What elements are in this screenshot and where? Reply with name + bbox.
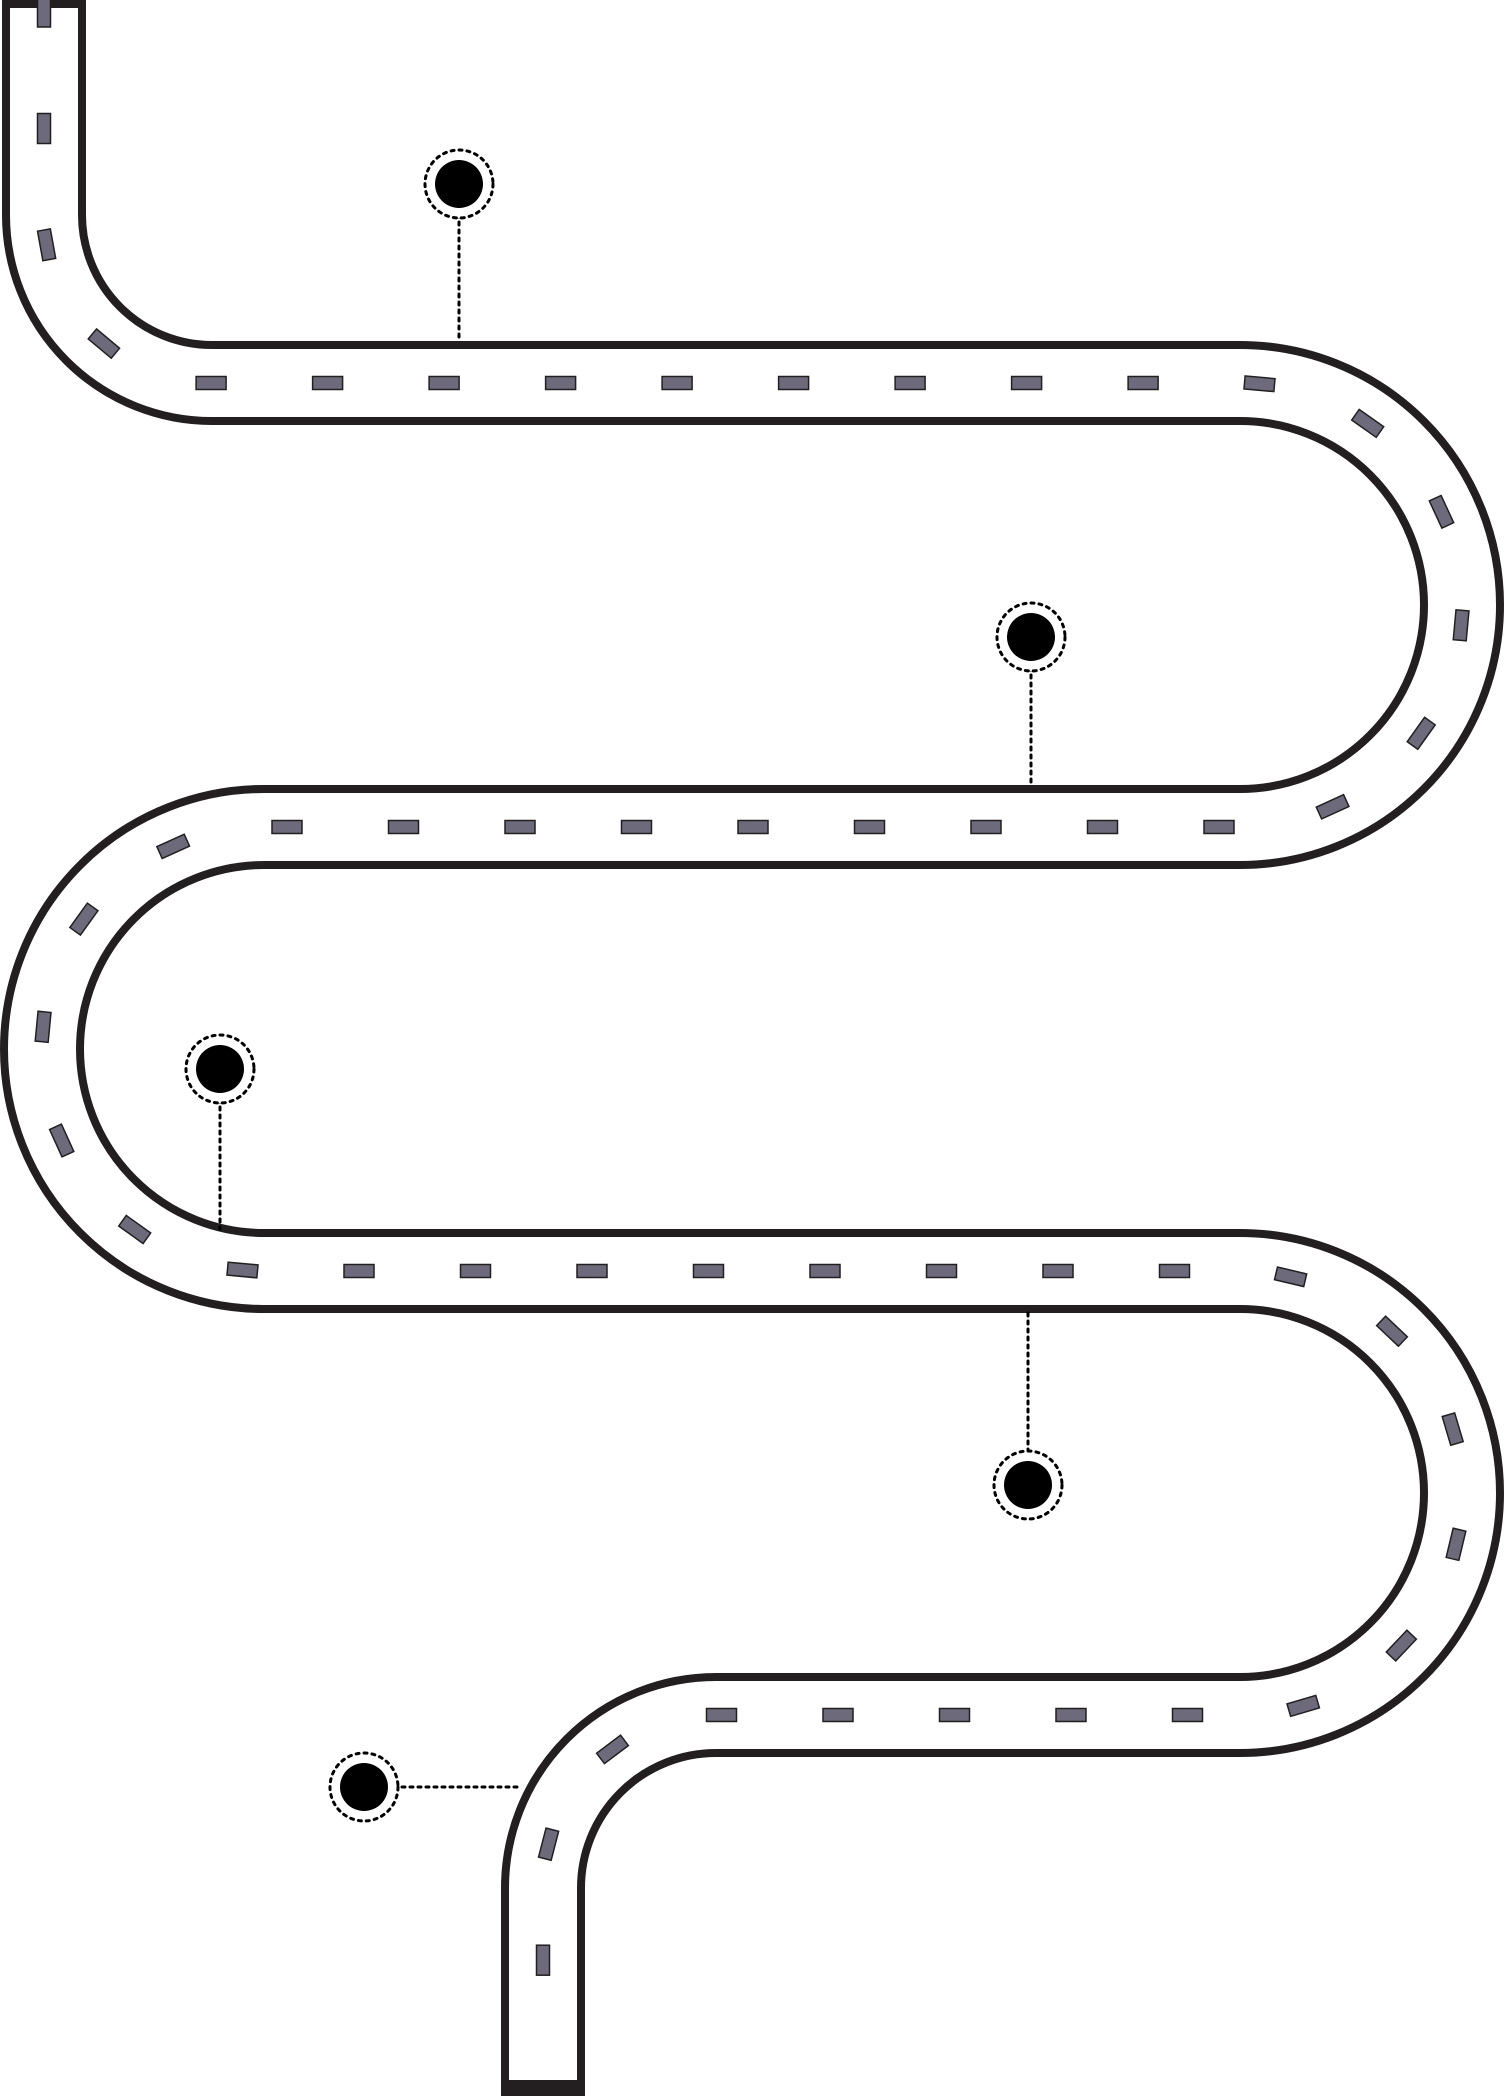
- lane-dash: [1042, 1263, 1074, 1279]
- lane-dash: [1428, 494, 1455, 530]
- lane-dash: [1350, 408, 1385, 439]
- lane-dash: [938, 1707, 971, 1723]
- lane-dash: [777, 375, 810, 391]
- lane-dash: [853, 819, 886, 835]
- milestone-dot: [435, 160, 483, 208]
- milestone-3: [184, 1033, 256, 1231]
- lane-dash: [1086, 819, 1119, 835]
- lane-dash: [428, 375, 460, 391]
- lane-dash: [117, 1214, 152, 1245]
- lane-dash: [1452, 608, 1470, 642]
- lane-dash: [1158, 1263, 1191, 1279]
- lane-dash: [1243, 375, 1276, 393]
- road-surface: [8, 0, 1496, 2096]
- lane-dash: [36, 0, 52, 28]
- lane-dash: [661, 375, 693, 391]
- lane-dash: [195, 375, 227, 391]
- lane-guide: [42, 0, 1462, 2096]
- lane-dash: [1127, 375, 1159, 391]
- lane-dash: [387, 819, 420, 835]
- lane-dash: [535, 1944, 551, 1976]
- lane-dash: [155, 833, 191, 860]
- lane-dash: [1055, 1707, 1087, 1723]
- lane-dash: [1385, 1629, 1418, 1663]
- milestone-dot: [1007, 613, 1055, 661]
- lane-dash: [36, 228, 57, 262]
- lane-dash: [809, 1263, 841, 1279]
- lane-dash: [36, 112, 52, 145]
- lane-dash: [620, 819, 653, 835]
- lane-dash: [822, 1707, 854, 1723]
- lane-dash: [87, 327, 121, 360]
- lane-dash: [925, 1263, 958, 1279]
- lane-dash: [1406, 716, 1437, 751]
- milestone-1: [423, 148, 495, 343]
- milestone-dot: [1004, 1461, 1052, 1509]
- lane-dash: [459, 1263, 492, 1279]
- lane-dash: [1445, 1527, 1467, 1562]
- lane-dashes: [34, 0, 1470, 2096]
- lane-dash: [226, 1261, 259, 1279]
- lane-dash: [1286, 1694, 1321, 1718]
- lane-dash: [1203, 819, 1235, 835]
- lane-dash: [576, 1263, 608, 1279]
- lane-dash: [595, 1734, 630, 1765]
- lane-dash: [1171, 1707, 1204, 1723]
- lane-dash: [343, 1263, 375, 1279]
- lane-dash: [705, 1707, 738, 1723]
- lane-dash: [48, 1123, 75, 1158]
- lane-dash: [970, 819, 1002, 835]
- lane-dash: [1315, 793, 1350, 820]
- lane-dash: [68, 902, 99, 937]
- lane-dash: [1375, 1315, 1409, 1348]
- milestones: [184, 148, 1067, 1823]
- lane-dash: [271, 819, 303, 835]
- lane-dash: [737, 819, 769, 835]
- lane-dash: [544, 375, 577, 391]
- milestone-5: [328, 1751, 523, 1823]
- lane-dash: [894, 375, 926, 391]
- lane-dash: [34, 1010, 52, 1044]
- milestone-4: [992, 1311, 1064, 1521]
- lane-dash: [504, 819, 536, 835]
- lane-dash: [1273, 1266, 1308, 1288]
- lane-dash: [537, 1827, 560, 1862]
- lane-dash: [1010, 375, 1043, 391]
- milestone-dot: [340, 1763, 388, 1811]
- lane-dash: [1441, 1411, 1465, 1447]
- milestone-dot: [196, 1045, 244, 1093]
- lane-dash: [311, 375, 344, 391]
- milestone-2: [995, 601, 1067, 787]
- lane-dash: [692, 1263, 725, 1279]
